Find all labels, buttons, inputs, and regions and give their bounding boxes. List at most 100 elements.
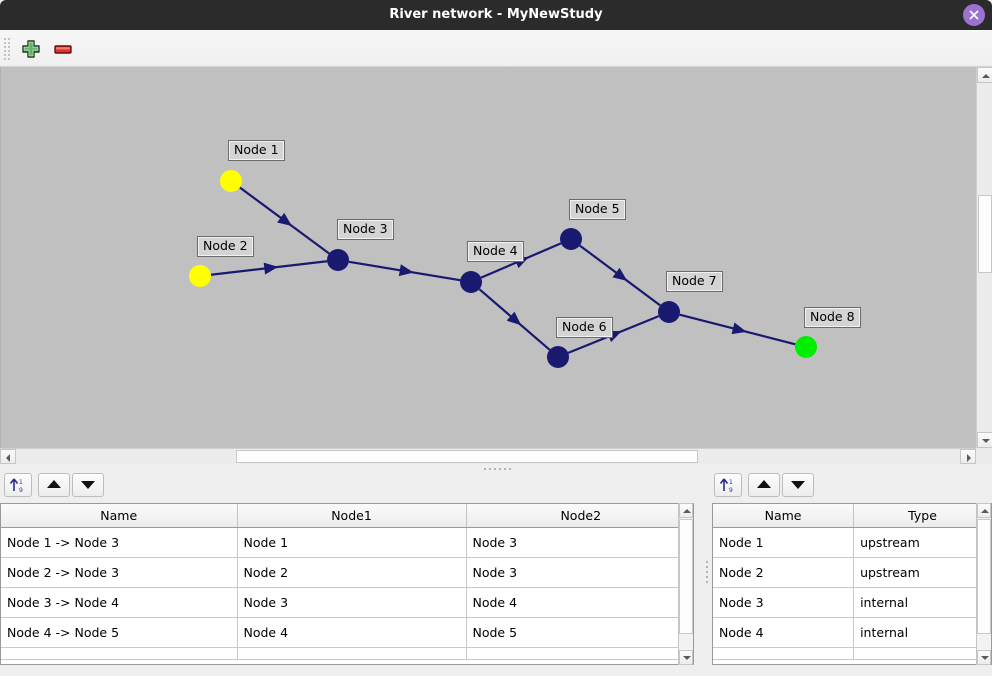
graph-node-label[interactable]: Node 4 [467, 241, 524, 262]
chevron-up-icon [981, 509, 989, 513]
table-cell[interactable]: Node 4 [713, 617, 855, 648]
graph-node[interactable] [795, 336, 817, 358]
table-cell[interactable]: Node 4 [466, 587, 693, 618]
graph-node[interactable] [560, 228, 582, 250]
svg-text:9: 9 [19, 487, 23, 494]
table-cell[interactable]: Node 3 [466, 557, 693, 588]
table-cell[interactable]: Node 4 -> Node 5 [1, 617, 238, 648]
graph-scroll-right-button[interactable] [960, 449, 976, 464]
column-header-name[interactable]: Name [713, 504, 855, 528]
graph-node[interactable] [189, 265, 211, 287]
table-cell[interactable]: Node 2 -> Node 3 [1, 557, 238, 588]
node-table-row[interactable] [713, 647, 991, 660]
table-cell[interactable]: internal [853, 587, 991, 618]
branch-move-down-button[interactable] [72, 473, 104, 497]
node-move-down-button[interactable] [782, 473, 814, 497]
scrollbar-corner [976, 448, 992, 464]
table-cell[interactable] [237, 647, 467, 660]
table-cell[interactable] [853, 647, 991, 660]
table-cell[interactable]: Node 1 [713, 527, 855, 558]
edge-arrow-icon [263, 262, 279, 275]
graph-node[interactable] [658, 301, 680, 323]
table-cell[interactable]: Node 5 [466, 617, 693, 648]
branch-table-scrollbar[interactable] [678, 503, 693, 665]
svg-text:9: 9 [729, 487, 733, 494]
graph-node-label[interactable]: Node 8 [804, 307, 861, 328]
graph-node-label[interactable]: Node 1 [228, 140, 285, 161]
graph-node-label[interactable]: Node 6 [556, 317, 613, 338]
branch-sort-button[interactable]: 1 9 [4, 473, 32, 497]
horizontal-splitter[interactable] [0, 464, 992, 473]
graph-scroll-up-button[interactable] [977, 67, 992, 83]
table-cell[interactable]: upstream [853, 557, 991, 588]
table-cell[interactable]: Node 3 [237, 587, 467, 618]
node-scroll-down-button[interactable] [977, 650, 991, 665]
node-scroll-thumb[interactable] [977, 519, 991, 634]
table-cell[interactable] [466, 647, 693, 660]
vertical-splitter[interactable] [703, 473, 712, 663]
graph-node[interactable] [547, 346, 569, 368]
node-move-up-button[interactable] [748, 473, 780, 497]
graph-node-label[interactable]: Node 5 [569, 199, 626, 220]
table-cell[interactable]: Node 3 [713, 587, 855, 618]
branch-scroll-down-button[interactable] [679, 650, 693, 665]
graph-horizontal-scrollbar[interactable] [0, 448, 992, 464]
column-header-name[interactable]: Name [1, 504, 238, 528]
graph-node[interactable] [460, 271, 482, 293]
delete-node-button[interactable] [50, 36, 76, 62]
branch-scroll-up-button[interactable] [679, 503, 693, 518]
branch-move-up-button[interactable] [38, 473, 70, 497]
graph-horizontal-scroll-thumb[interactable] [236, 450, 698, 463]
chevron-down-icon [981, 656, 989, 660]
graph-node-label[interactable]: Node 2 [197, 236, 254, 257]
edge-arrow-icon [731, 322, 747, 335]
table-cell[interactable] [1, 647, 238, 660]
add-node-button[interactable] [18, 36, 44, 62]
river-network-canvas[interactable]: Node 1 Node 2 Node 3 Node 4 Node 5 Node 6 Node… [0, 67, 992, 462]
table-cell[interactable]: Node 1 [237, 527, 467, 558]
table-cell[interactable]: Node 1 -> Node 3 [1, 527, 238, 558]
table-cell[interactable]: internal [853, 617, 991, 648]
node-scroll-up-button[interactable] [977, 503, 991, 518]
column-header-node1[interactable]: Node1 [237, 504, 467, 528]
table-cell[interactable]: Node 4 [237, 617, 467, 648]
table-cell[interactable] [713, 647, 855, 660]
graph-node-label[interactable]: Node 3 [337, 219, 394, 240]
table-cell[interactable]: Node 2 [713, 557, 855, 588]
graph-scroll-down-button[interactable] [977, 432, 992, 448]
graph-node[interactable] [327, 249, 349, 271]
branch-table-row[interactable] [1, 647, 693, 660]
column-header-node2[interactable]: Node2 [466, 504, 693, 528]
node-sort-button[interactable]: 1 9 [714, 473, 742, 497]
node-table-scrollbar[interactable] [976, 503, 991, 665]
graph-node[interactable] [220, 170, 242, 192]
close-button[interactable] [963, 4, 985, 26]
graph-scroll-left-button[interactable] [0, 449, 16, 464]
toolbar-grip[interactable] [4, 38, 10, 60]
table-cell[interactable]: Node 3 -> Node 4 [1, 587, 238, 618]
graph-vertical-scroll-thumb[interactable] [978, 195, 992, 273]
table-cell[interactable]: Node 3 [466, 527, 693, 558]
graph-vertical-scrollbar[interactable] [976, 67, 992, 448]
table-cell[interactable]: upstream [853, 527, 991, 558]
column-header-type[interactable]: Type [853, 504, 991, 528]
chevron-down-icon [683, 656, 691, 660]
graph-node-label[interactable]: Node 7 [666, 271, 723, 292]
branch-scroll-thumb[interactable] [679, 519, 693, 634]
table-cell[interactable]: Node 2 [237, 557, 467, 588]
